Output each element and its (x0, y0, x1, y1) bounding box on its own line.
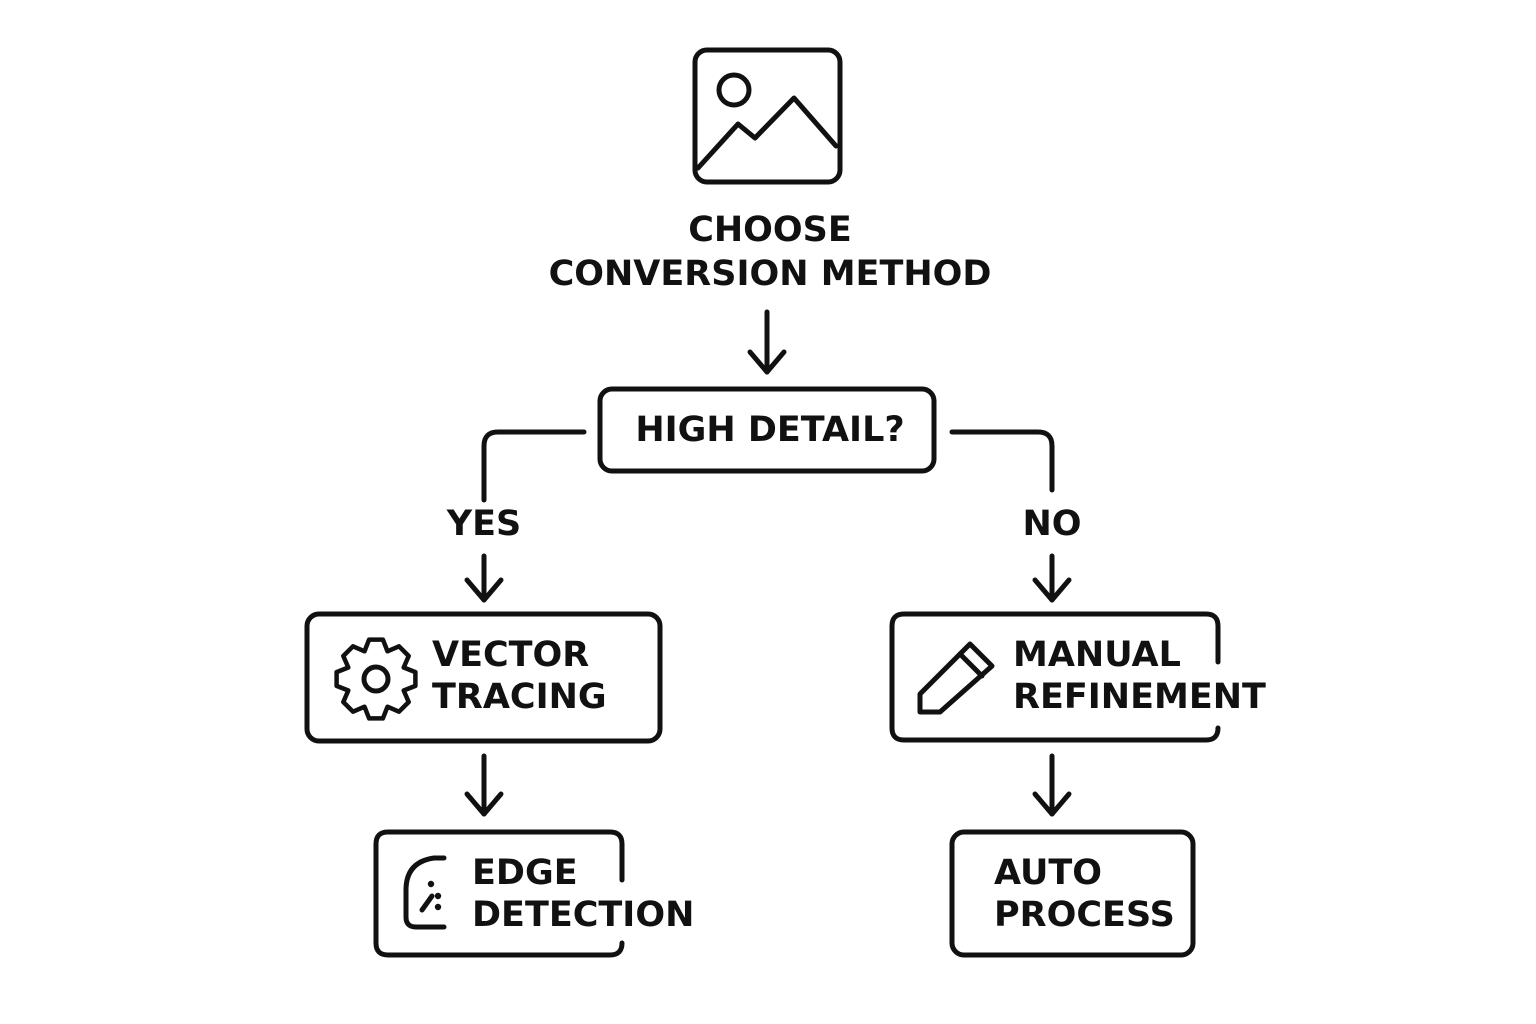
manual-refinement-label: MANUAL REFINEMENT (1013, 634, 1266, 718)
manual-refinement-box (889, 611, 1221, 743)
vector-tracing-label: VECTOR TRACING (432, 634, 607, 718)
manual-refinement-line-1: MANUAL (1013, 635, 1181, 675)
arrow-manual-to-auto (1032, 753, 1072, 817)
auto-process-label: AUTO PROCESS (994, 852, 1175, 936)
edge-detection-box (373, 829, 625, 958)
arrow-title-to-decision (747, 309, 787, 375)
title-line-1: CHOOSE (688, 210, 852, 250)
decision-box (597, 386, 937, 474)
connector-yes (481, 429, 587, 503)
edge-detection-icon (403, 855, 447, 930)
no-label: NO (1022, 504, 1082, 544)
vector-tracing-line-2: TRACING (432, 677, 607, 717)
arrow-vector-to-edge (464, 753, 504, 817)
edge-detection-line-1: EDGE (472, 853, 578, 893)
manual-refinement-line-2: REFINEMENT (1013, 677, 1266, 717)
edge-detection-label: EDGE DETECTION (472, 852, 694, 936)
connector-no (949, 429, 1055, 493)
edge-dots (427, 880, 442, 911)
gear-icon (334, 637, 418, 721)
arrow-no-to-manual (1032, 553, 1072, 603)
auto-process-line-1: AUTO (994, 853, 1103, 893)
vector-tracing-line-1: VECTOR (432, 635, 590, 675)
pencil-icon (917, 641, 995, 715)
arrow-yes-to-vector (464, 553, 504, 603)
edge-detection-line-2: DETECTION (472, 895, 695, 935)
title-line-2: CONVERSION METHOD (548, 254, 992, 294)
vector-tracing-box (304, 611, 663, 744)
auto-process-line-2: PROCESS (994, 895, 1175, 935)
decision-label: HIGH DETAIL? (635, 410, 905, 450)
image-icon (692, 47, 843, 185)
auto-process-box (949, 829, 1196, 958)
diagram-title: CHOOSE CONVERSION METHOD (549, 208, 992, 296)
yes-label: YES (446, 504, 522, 544)
